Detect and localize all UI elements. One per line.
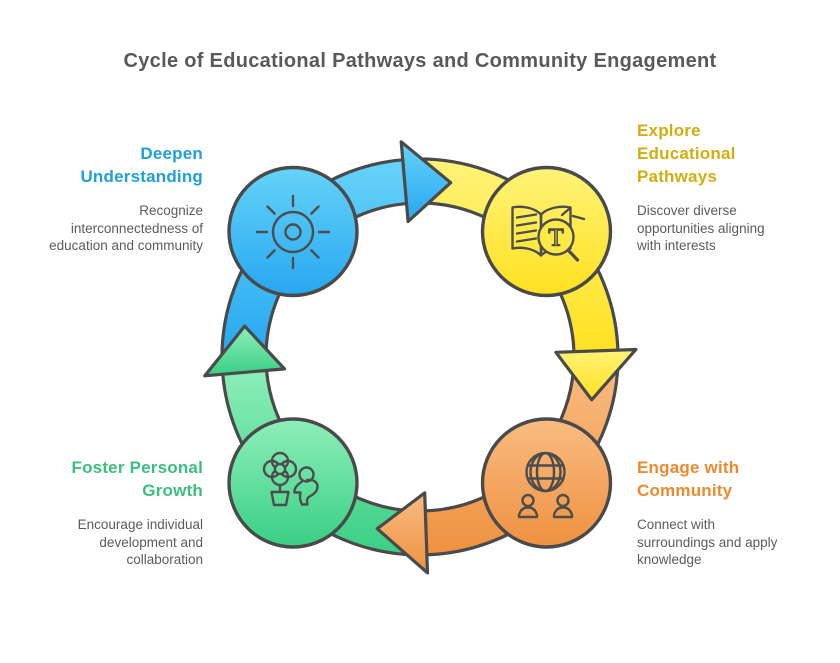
arrowhead-orange [375, 491, 430, 575]
page-title: Cycle of Educational Pathways and Commun… [123, 50, 717, 72]
arrowhead-yellow [554, 347, 638, 402]
globe-people-icon [517, 451, 574, 519]
arrowhead-green [203, 324, 287, 378]
node-circle-foster [227, 417, 359, 549]
sun-icon [255, 194, 331, 270]
node-circle-engage [480, 417, 613, 549]
node-circle-deepen [227, 165, 359, 298]
plant-person-icon [262, 451, 319, 507]
book-search-icon: T [511, 205, 586, 262]
svg-text:T: T [548, 225, 563, 252]
arrowhead-blue [399, 140, 453, 224]
